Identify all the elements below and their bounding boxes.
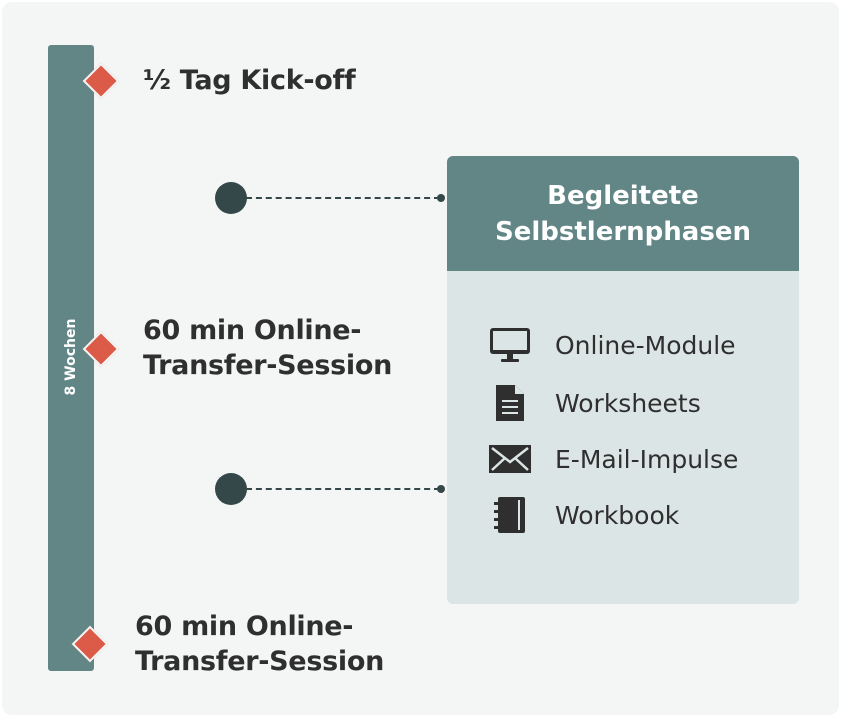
list-item: Workbook <box>487 496 679 534</box>
milestone-label: 60 min Online- Transfer-Session <box>135 611 384 677</box>
connector-line <box>246 197 440 199</box>
envelope-icon <box>487 440 533 478</box>
connector-end-dot <box>437 485 445 493</box>
panel-header: Begleitete Selbstlernphasen <box>447 156 799 271</box>
milestone-label: 60 min Online- Transfer-Session <box>143 315 392 381</box>
connector-end-dot <box>437 194 445 202</box>
self-learning-panel: Begleitete Selbstlernphasen Online-Modul… <box>447 156 799 604</box>
list-item: E-Mail-Impulse <box>487 440 738 478</box>
connector-dot <box>215 182 247 214</box>
list-item-label: Workbook <box>555 500 680 530</box>
connector-line <box>246 488 440 490</box>
panel-title: Begleitete Selbstlernphasen <box>495 180 751 247</box>
list-item: Online-Module <box>487 326 736 364</box>
milestone-label: ½ Tag Kick-off <box>143 65 356 96</box>
monitor-icon <box>487 326 533 364</box>
list-item-label: E-Mail-Impulse <box>555 444 739 474</box>
list-item: Worksheets <box>487 384 701 422</box>
notebook-icon <box>487 496 533 534</box>
timeline-duration-label: 8 Wochen <box>63 318 79 396</box>
list-item-label: Worksheets <box>555 388 701 418</box>
list-item-label: Online-Module <box>555 330 736 360</box>
connector-dot <box>215 473 247 505</box>
document-icon <box>487 384 533 422</box>
timeline-bar <box>48 45 94 671</box>
